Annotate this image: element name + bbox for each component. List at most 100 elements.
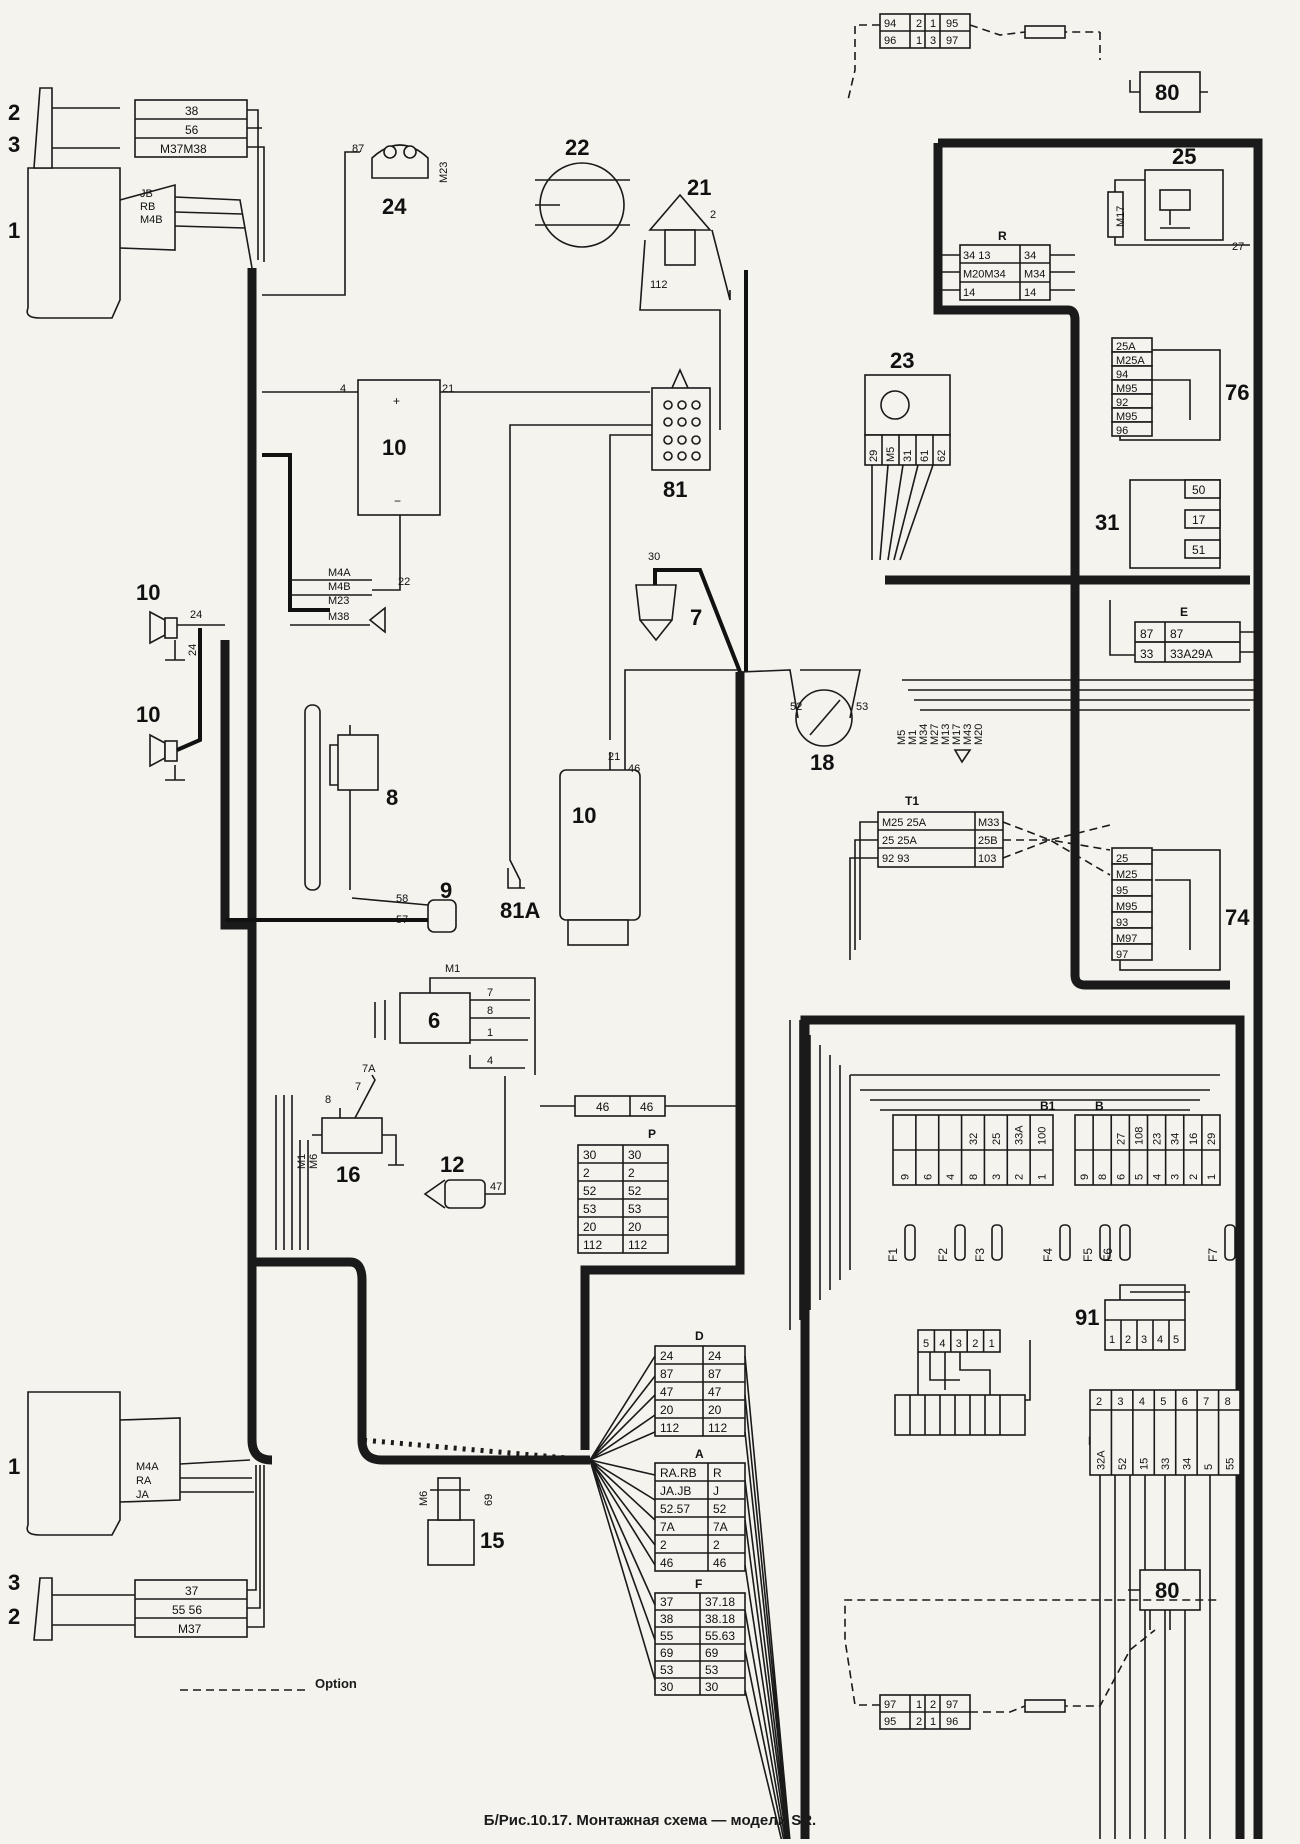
b80-cell-0-1: 1 [916,1699,922,1711]
c12-h-m4a: M4A [328,567,351,579]
a-cell-right-3: 7A [713,1520,728,1534]
d-cell-right-4: 112 [708,1421,727,1435]
d-cell-left-4: 112 [660,1421,679,1435]
b-cell-bot-2: 6 [1115,1174,1127,1180]
b1-cell-top-3: 100 [1037,1127,1049,1145]
c12-term-plus: + [393,394,400,408]
b1-cell-top-2: 33A [1014,1125,1026,1145]
a-cell-right-2: 52 [713,1502,727,1516]
p-cell-right-2: 52 [628,1184,642,1198]
a-cell-right-5: 46 [713,1556,727,1570]
label-3-bot: 3 [8,1570,20,1595]
fuse-F6-label: F6 [1101,1248,1115,1262]
b1-cell-bot-2: 4 [945,1174,957,1180]
b3-bot-6: 55 [1224,1458,1236,1470]
b3-bot-0: 32A [1096,1450,1108,1470]
c91-cell-2: 3 [1141,1334,1147,1346]
b1-cell-bot-6: 1 [1037,1174,1049,1180]
label-6: 6 [428,1008,440,1033]
f-cell-right-2: 55.63 [705,1629,735,1643]
label-10-top: 10 [136,580,160,605]
b1-cell-top-0: 32 [968,1133,980,1145]
b-cell-top-3: 34 [1170,1133,1182,1145]
d-cell-left-2: 47 [660,1385,674,1399]
c6-wire-8: 8 [487,1005,493,1017]
label-24: 23 [890,348,914,373]
b80-cell-0-3: 97 [946,1699,958,1711]
fuse-F4-label: F4 [1041,1248,1055,1262]
p-cell-left-2: 52 [583,1184,597,1198]
tl-cell-38: 38 [185,104,199,118]
c74-cell-2: 95 [1116,885,1128,897]
b-cell-bot-3: 5 [1133,1174,1145,1180]
hl-bot-wire-ra: RA [136,1475,152,1487]
a-name: A [695,1447,704,1461]
c12-wire-21: 21 [442,383,454,395]
e-name: E [1180,605,1188,619]
component-6: 6 M1 7 8 1 4 [374,963,536,1075]
c24-cell-0: 29 [868,450,880,462]
fuse-F1-body [904,1224,916,1261]
c74-cell-5: M97 [1116,933,1137,945]
d-cell-right-3: 20 [708,1403,722,1417]
e-cell-left-0: 87 [1140,627,1154,641]
t80-cell-0-0: 94 [884,18,896,30]
component-10-bottom: 10 24 [136,628,202,781]
c12-h-m23: M23 [328,595,349,607]
fusebox-wires [789,1020,1220,1330]
label-81A: 81A [500,898,540,923]
c31-cell-box [1184,479,1221,499]
r-cell-right-1: M34 [1024,269,1045,281]
label-12: 10 [382,435,406,460]
component-81: 81 [509,368,711,888]
c74-cell-6: 97 [1116,949,1128,961]
t80-cell-1-1: 1 [916,35,922,47]
c46-r: 46 [640,1100,654,1114]
f-cell-left-1: 38 [660,1612,674,1626]
label-16: 15 [480,1528,504,1553]
p-cell-right-0: 30 [628,1148,642,1162]
p-cell-left-5: 112 [583,1238,602,1252]
f-cell-left-3: 69 [660,1646,674,1660]
c22-wire-112: 112 [650,279,668,291]
b80-cell-0-0: 97 [884,1699,896,1711]
component-16: M6 69 15 [418,1477,504,1566]
c76-cell-2: 94 [1116,369,1128,381]
d-cell-right-0: 24 [708,1349,722,1363]
c24-cell-4: 62 [936,450,948,462]
c74-cell-box [1111,943,1153,961]
f-cell-left-2: 55 [660,1629,674,1643]
b3-top-1: 3 [1117,1396,1123,1408]
e-cell-left-1: 33 [1140,647,1154,661]
label-8: 8 [386,785,398,810]
ground-wire-4: M13 [940,724,952,745]
label-1-bot: 1 [8,1454,20,1479]
b1-name: B1 [1040,1099,1056,1113]
c24-cell-2: 31 [902,450,914,462]
t80-cell-0-1: 2 [916,18,922,30]
c6-wire-7: 7 [487,987,493,999]
fuse-F7-label: F7 [1206,1248,1220,1262]
label-23: 22 [565,135,589,160]
c25-wire-87: 87 [352,143,364,155]
c91-cell-1: 2 [1125,1334,1131,1346]
label-3-top: 3 [8,132,20,157]
hl-top-wire-m4b: M4B [140,214,163,226]
bl-cell-37: 37 [185,1584,199,1598]
b-cell-bot-4: 4 [1152,1174,1164,1180]
